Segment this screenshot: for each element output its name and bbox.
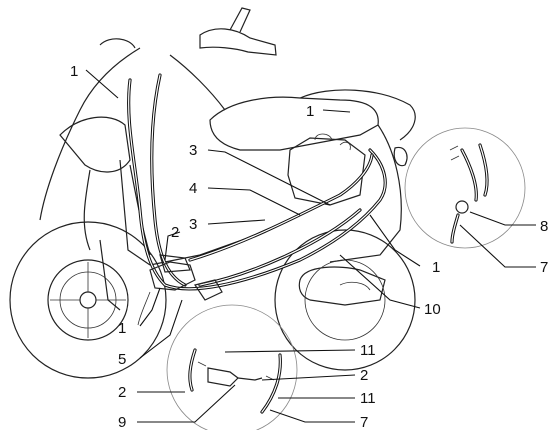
part-label-1: 1 bbox=[118, 320, 126, 337]
part-label-2: 2 bbox=[360, 367, 368, 384]
part-label-11: 11 bbox=[360, 390, 376, 407]
part-label-7: 7 bbox=[360, 414, 368, 430]
part-label-7: 7 bbox=[540, 259, 548, 276]
leader-lines bbox=[85, 69, 536, 423]
part-label-1: 1 bbox=[432, 259, 440, 276]
part-label-4: 4 bbox=[189, 180, 197, 197]
part-label-2: 2 bbox=[118, 384, 126, 401]
part-labels: 1 1 3 4 3 2 1 5 1 10 11 2 11 7 2 9 8 7 bbox=[70, 63, 548, 430]
part-label-1: 1 bbox=[70, 63, 78, 80]
part-label-11: 11 bbox=[360, 342, 376, 359]
part-label-3: 3 bbox=[189, 142, 197, 159]
part-label-10: 10 bbox=[424, 301, 441, 318]
detail-circle-right bbox=[404, 127, 526, 249]
part-label-9: 9 bbox=[118, 414, 126, 430]
scooter-outline bbox=[39, 7, 416, 306]
part-label-2: 2 bbox=[171, 224, 179, 241]
front-wheel bbox=[9, 221, 167, 379]
part-label-3: 3 bbox=[189, 216, 197, 233]
part-label-5: 5 bbox=[118, 351, 126, 368]
detail-circle-bottom bbox=[166, 304, 298, 430]
part-label-8: 8 bbox=[540, 218, 548, 235]
part-label-1: 1 bbox=[306, 103, 314, 120]
fuel-tube-routing bbox=[127, 73, 387, 326]
